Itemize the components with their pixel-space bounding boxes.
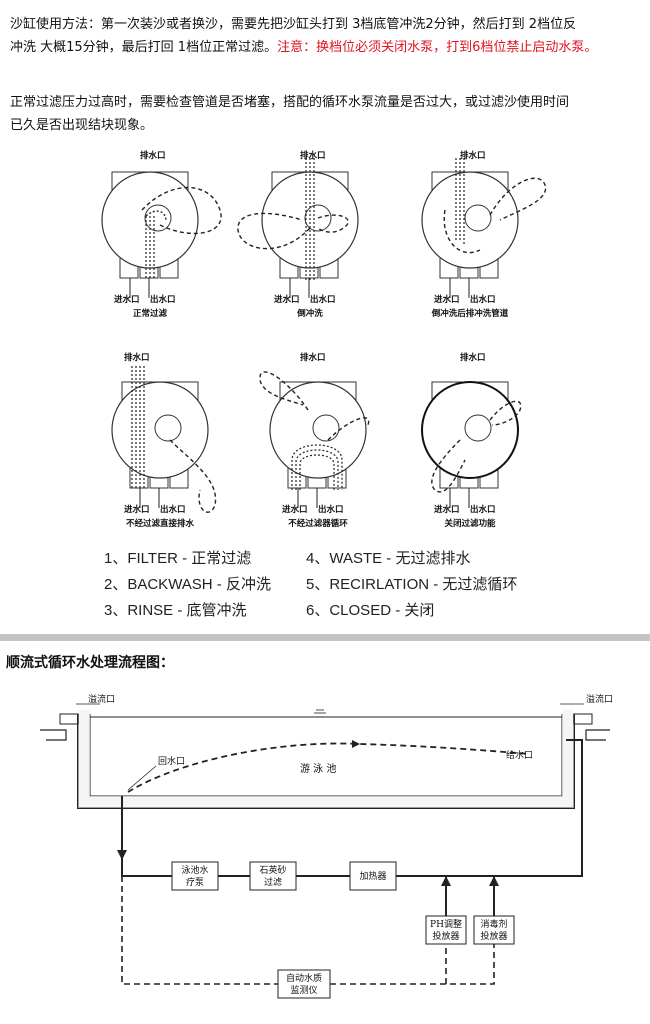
mode-3: 3、RINSE - 底管冲洗: [104, 602, 247, 619]
disinfectant-label-2: 投放器: [480, 930, 507, 942]
pump-label-2: 疗泵: [186, 876, 204, 888]
section-divider: [0, 634, 650, 641]
outlet-label: 出水口: [470, 294, 496, 305]
valve-waste: [111, 366, 217, 513]
mode-2: 2、BACKWASH - 反冲洗: [104, 576, 271, 593]
ph-label-1: PH调整: [430, 918, 462, 930]
valve-caption: 正常过滤: [133, 308, 168, 319]
mode-4: 4、WASTE - 无过滤排水: [306, 550, 471, 567]
overflow-right-label: 溢流口: [586, 693, 613, 705]
inlet-label: 进水口: [114, 294, 140, 305]
valve-positions-diagram: 排水口 排水口 排水口 进水口 出水口 进水口 出水口 进水口 出水口 正常过滤…: [101, 150, 547, 529]
overflow-left-label: 溢流口: [88, 693, 115, 705]
disinfectant-label-1: 消毒剂: [480, 918, 507, 930]
inlet-label: 进水口: [282, 504, 308, 515]
valve-backwash: [237, 158, 359, 298]
valve-recirculation: [259, 371, 370, 508]
maintenance-line-1: 正常过滤压力过高时，需要检查管道是否堵塞，搭配的循环水泵流量是否过大，或过滤沙使…: [10, 95, 570, 110]
disinfectant-box: [473, 915, 515, 945]
filter-label-1: 石英砂: [259, 864, 286, 876]
instruction-line-2-text: 冲洗 大概15分钟，最后打回 1档位正常过滤。: [10, 40, 278, 55]
outlet-label: 出水口: [318, 504, 344, 515]
valve-caption: 倒冲洗后排冲洗管道: [431, 308, 509, 319]
return-outlet-label: 回水口: [158, 755, 185, 767]
warning-text: 注意：换档位必须关闭水泵，打到6档位禁止启动水泵。: [277, 40, 598, 55]
sand-filter-box: [249, 861, 297, 891]
outlet-label: 出水口: [310, 294, 336, 305]
flow-title: 顺流式循环水处理流程图：: [6, 655, 174, 671]
heater-box: [349, 861, 397, 891]
valve-closed: [421, 381, 522, 508]
circulation-flow-diagram: 溢流口 溢流口 游 泳 池 回水口 给水口 泳池水 疗泵 石英砂 过滤 加热器 …: [40, 693, 613, 999]
pump-box: [171, 861, 219, 891]
inlet-label: 进水口: [124, 504, 150, 515]
drain-label: 排水口: [460, 150, 486, 161]
outlet-label: 出水口: [150, 294, 176, 305]
mode-1: 1、FILTER - 正常过滤: [104, 550, 252, 567]
drain-label: 排水口: [460, 352, 486, 363]
valve-rinse: [421, 158, 547, 298]
instruction-line-1: 沙缸使用方法：第一次装沙或者换沙，需要先把沙缸头打到 3档底管冲洗2分钟，然后打…: [10, 17, 577, 32]
outlet-label: 出水口: [470, 504, 496, 515]
inlet-label: 进水口: [434, 504, 460, 515]
inlet-label: 进水口: [434, 294, 460, 305]
inlet-label: 进水口: [274, 294, 300, 305]
drain-label: 排水口: [300, 150, 326, 161]
pool-label: 游 泳 池: [300, 762, 336, 775]
mode-6: 6、CLOSED - 关闭: [306, 602, 435, 619]
instruction-line-2: 冲洗 大概15分钟，最后打回 1档位正常过滤。注意：换档位必须关闭水泵，打到6档…: [10, 37, 597, 59]
ph-label-2: 投放器: [432, 930, 459, 942]
valve-caption: 不经过滤器循环: [288, 518, 348, 529]
valve-caption: 倒冲洗: [296, 308, 323, 319]
drain-label: 排水口: [140, 150, 166, 161]
maintenance-line-2: 已久是否出现结块现象。: [10, 118, 154, 133]
monitor-box: [277, 969, 331, 999]
drain-label: 排水口: [124, 352, 150, 363]
drain-label: 排水口: [300, 352, 326, 363]
supply-inlet-label: 给水口: [506, 749, 533, 761]
monitor-label-1: 自动水质: [286, 972, 322, 984]
pump-label-1: 泳池水: [181, 864, 208, 876]
outlet-label: 出水口: [160, 504, 186, 515]
mode-5: 5、RECIRLATION - 无过滤循环: [306, 576, 518, 593]
monitor-label-2: 监测仪: [290, 984, 317, 996]
valve-caption: 关闭过滤功能: [444, 518, 496, 529]
heater-label: 加热器: [359, 870, 386, 882]
ph-dispenser-box: [425, 915, 467, 945]
valve-caption: 不经过滤直接排水: [126, 518, 195, 529]
filter-label-2: 过滤: [264, 876, 282, 888]
valve-filter: [101, 171, 222, 298]
